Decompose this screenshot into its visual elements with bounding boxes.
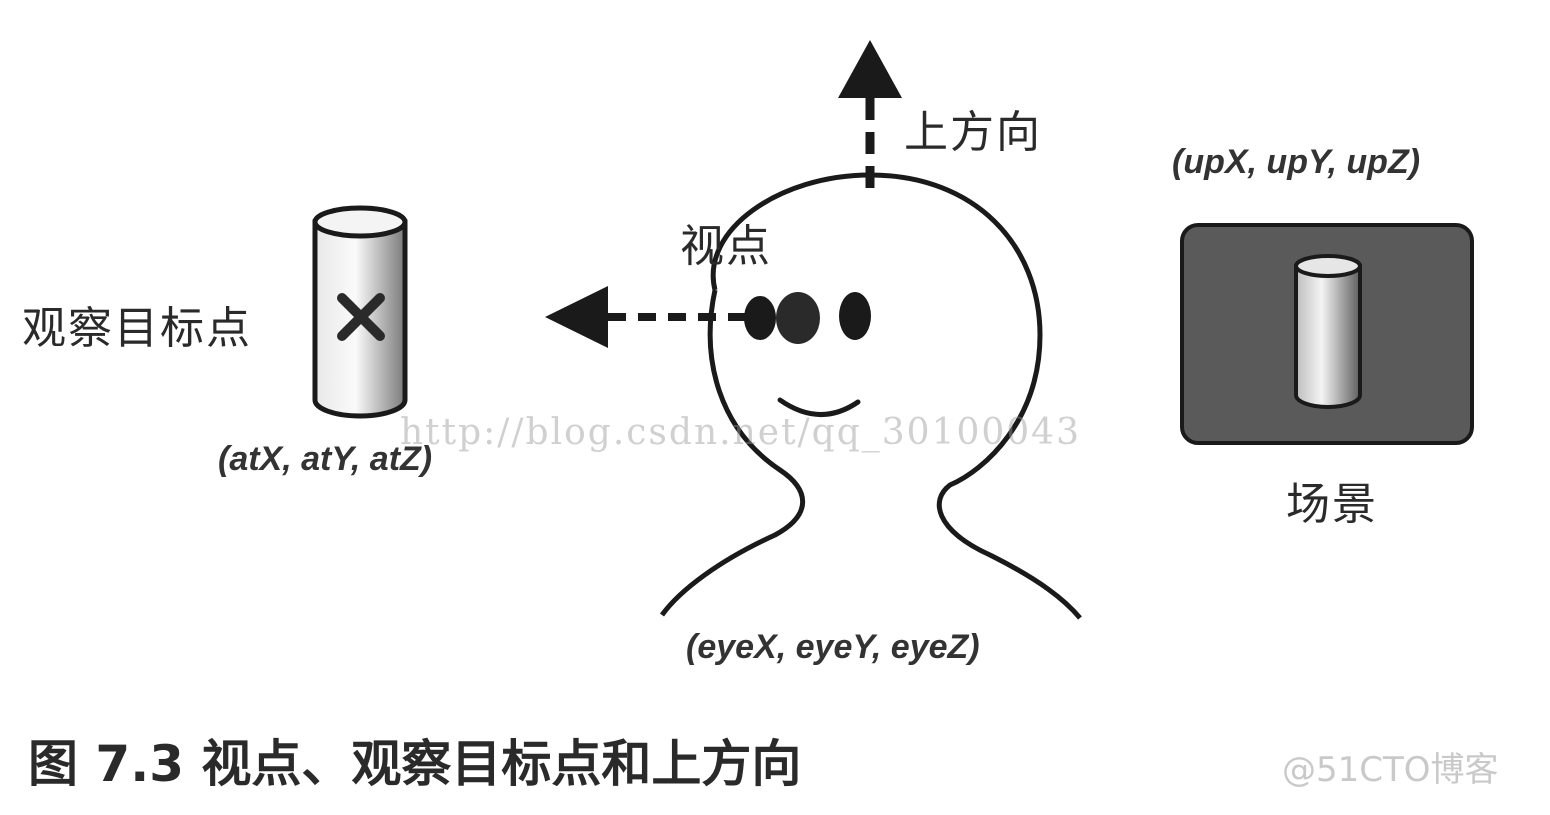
target-cylinder (312, 205, 408, 419)
person-head-outline (710, 172, 1082, 620)
up-arrow-head (838, 40, 902, 98)
person-eyes (744, 292, 871, 344)
sight-direction-arrow (545, 286, 760, 348)
up-direction-label: 上方向 (904, 107, 1042, 158)
target-coords: (atX, atY, atZ) (218, 440, 433, 478)
viewpoint-label: 视点 (680, 221, 772, 272)
scene-cylinder-body (1294, 264, 1362, 409)
target-point-label: 观察目标点 (22, 303, 252, 354)
target-cylinder-top (312, 205, 408, 239)
scene-label: 场景 (1286, 479, 1378, 530)
watermark-url: http://blog.csdn.net/qq_30100043 (400, 412, 1081, 453)
eye-left-front (776, 292, 820, 344)
figure-caption: 图 7.3 视点、观察目标点和上方向 (28, 735, 802, 793)
person-head-outline-left (659, 289, 806, 617)
target-x-mark (337, 293, 385, 341)
source-watermark: @51CTO博客 (1282, 750, 1499, 790)
up-vector-coords: (upX, upY, upZ) (1172, 143, 1421, 181)
eye-right (839, 292, 871, 340)
up-direction-arrow (838, 40, 902, 198)
scene-box (1180, 223, 1474, 445)
eye-coords: (eyeX, eyeY, eyeZ) (686, 628, 980, 666)
person-smile (777, 397, 861, 417)
sight-arrow-head (545, 286, 608, 348)
scene-cylinder-top (1294, 254, 1362, 278)
